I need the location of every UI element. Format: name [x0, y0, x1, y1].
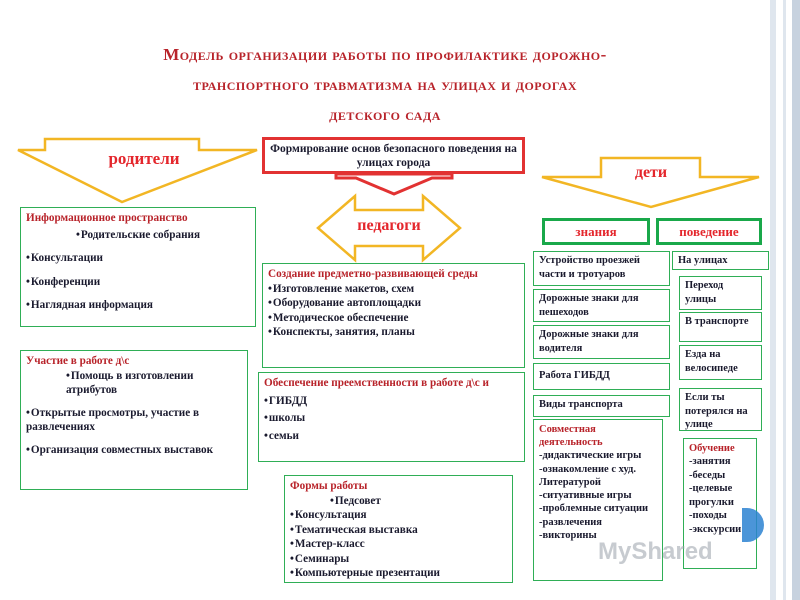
goal-box: Формирование основ безопасного поведения…: [262, 137, 525, 174]
list-item: Методическое обеспечение: [268, 311, 519, 326]
list-item: Компьютерные презентации: [290, 566, 507, 581]
list-item: -ознакомление с худ. Литературой: [539, 463, 636, 488]
box-heading: Совместная деятельность: [539, 424, 603, 449]
goal-arrow: [334, 172, 454, 196]
list-item: Конференции: [26, 275, 250, 290]
title-line: Модель организации работы по профилактик…: [163, 45, 607, 64]
list-item: Помощь в изготовлении атрибутов: [26, 369, 242, 398]
list-item: Мастер-класс: [290, 537, 507, 552]
list-item: -проблемные ситуации: [539, 503, 649, 515]
list-item: -дидактические игры: [539, 450, 642, 462]
list-item: ГИБДД: [264, 394, 519, 409]
right-decor-bar: [783, 0, 786, 600]
box-heading: Информационное пространство: [26, 212, 188, 224]
list-item: Наглядная информация: [26, 298, 250, 313]
parents-arrow: [17, 137, 258, 204]
list-item: -целевые прогулки: [689, 483, 734, 508]
list-item: школы: [264, 411, 519, 426]
box-heading: Обучение: [689, 443, 735, 454]
box-heading: Формы работы: [290, 480, 368, 492]
behavior-item: Переход улицы: [679, 276, 762, 310]
title-line: транспортного травматизма на улицах и до…: [192, 75, 578, 94]
list-item: семьи: [264, 429, 519, 444]
teachers-arrow: [316, 193, 462, 263]
knowledge-item: Виды транспорта: [533, 395, 670, 417]
behavior-item: Езда на велосипеде: [679, 345, 762, 380]
behavior-item: Если ты потерялся на улице: [679, 388, 762, 431]
page-title: Модель организации работы по профилактик…: [40, 40, 730, 130]
list-item: -викторины: [539, 529, 597, 541]
box-heading: Участие в работе д\с: [26, 355, 130, 367]
children-label: дети: [634, 164, 668, 181]
list-item: Организация совместных выставок: [26, 443, 242, 458]
goal-text: Формирование основ безопасного поведения…: [270, 143, 517, 170]
parents-label: родители: [108, 149, 180, 168]
list-item: Семинары: [290, 552, 507, 567]
list-item: -занятия: [689, 456, 731, 468]
knowledge-tag: знания: [542, 218, 650, 245]
list-item: -походы: [689, 510, 727, 522]
behavior-item: В транспорте: [679, 312, 762, 342]
list-item: Изготовление макетов, схем: [268, 282, 519, 297]
list-item: -ситуативные игры: [539, 490, 632, 502]
watermark-shape-icon: [742, 508, 764, 542]
behavior-tag: поведение: [656, 218, 762, 245]
children-arrow: [541, 156, 760, 209]
list-item: Тематическая выставка: [290, 523, 507, 538]
parents-info-box: Информационное пространство Родительские…: [20, 207, 256, 327]
list-item: Консультации: [26, 251, 250, 266]
knowledge-item: Устройство проезжей части и тротуаров: [533, 251, 670, 286]
list-item: -экскурсии: [689, 523, 742, 535]
right-decor-bar: [770, 0, 776, 600]
knowledge-item: Работа ГИБДД: [533, 363, 670, 390]
knowledge-item: Дорожные знаки для водителя: [533, 325, 670, 359]
continuity-box: Обеспечение преемственности в работе д\с…: [258, 372, 525, 462]
list-item: Оборудование автоплощадки: [268, 296, 519, 311]
list-item: Открытые просмотры, участие в развлечени…: [26, 406, 242, 435]
right-decor-bar: [792, 0, 800, 600]
knowledge-item: Дорожные знаки для пешеходов: [533, 289, 670, 322]
list-item: -беседы: [689, 469, 726, 481]
list-item: Педсовет: [290, 494, 507, 509]
training-box: Обучение -занятия -беседы -целевые прогу…: [683, 438, 757, 569]
behavior-item: На улицах: [672, 251, 769, 270]
box-heading: Обеспечение преемственности в работе д\с…: [264, 377, 489, 389]
work-forms-box: Формы работы Педсовет Консультация Темат…: [284, 475, 513, 583]
box-heading: Создание предметно-развивающей среды: [268, 268, 478, 280]
watermark-logo: MyShared: [598, 538, 713, 565]
list-item: -развлечения: [539, 516, 602, 528]
title-line: детского сада: [329, 105, 441, 124]
teachers-label: педагоги: [357, 217, 421, 234]
list-item: Конспекты, занятия, планы: [268, 325, 519, 340]
parents-participation-box: Участие в работе д\с Помощь в изготовлен…: [20, 350, 248, 490]
list-item: Родительские собрания: [26, 228, 250, 243]
list-item: Консультация: [290, 508, 507, 523]
joint-activity-box: Совместная деятельность -дидактические и…: [533, 419, 663, 581]
environment-box: Создание предметно-развивающей среды Изг…: [262, 263, 525, 368]
